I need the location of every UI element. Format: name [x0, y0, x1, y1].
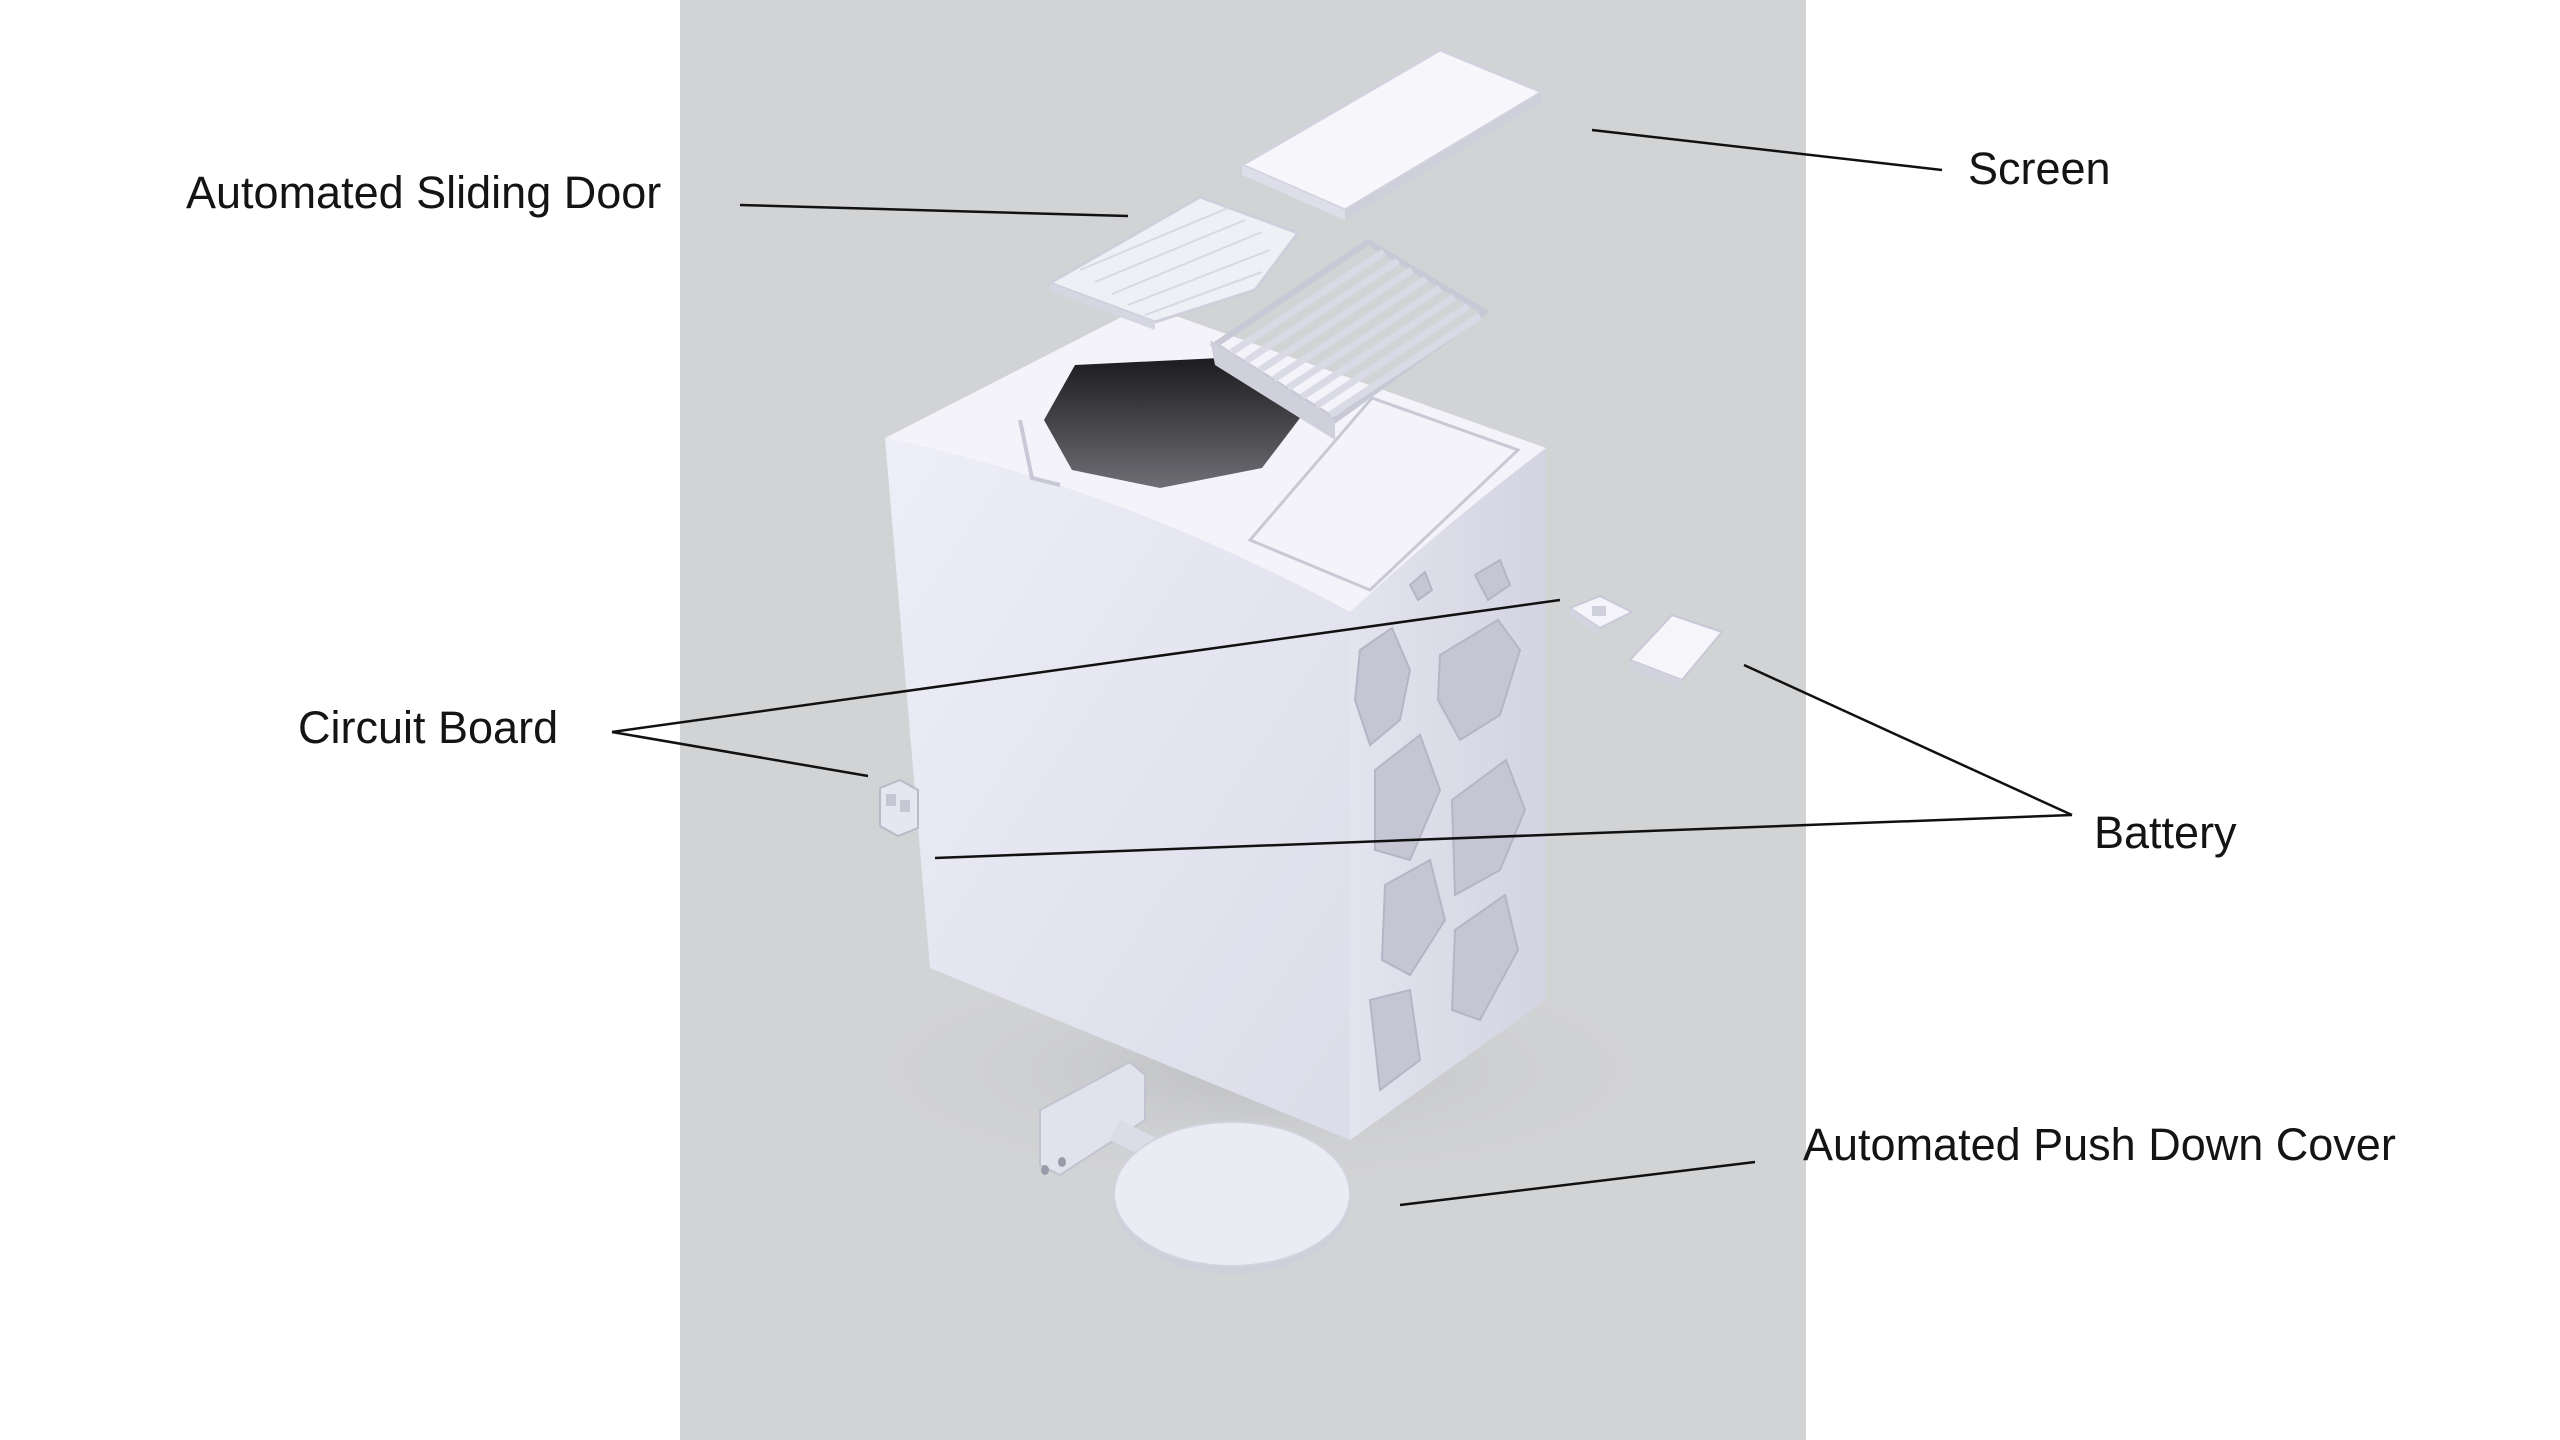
opening-rim [1018, 419, 1061, 487]
label-circuit-board: Circuit Board [298, 702, 559, 753]
slat-mechanism-part [1209, 238, 1491, 440]
leader-screen [1591, 128, 1943, 172]
label-battery: Battery [2094, 807, 2237, 858]
leader-circuit-board-a [611, 598, 1561, 734]
push-down-cover-part [1039, 1060, 1351, 1274]
label-screen: Screen [1968, 143, 2111, 194]
leader-push-down-cover [1399, 1160, 1756, 1207]
cover-actuator [1039, 1060, 1146, 1177]
label-push-down-cover: Automated Push Down Cover [1803, 1119, 2396, 1170]
leader-battery-b [934, 813, 2073, 860]
bin-body [885, 305, 1546, 1140]
circuit-board-part-left [879, 778, 919, 838]
bin-opening [1044, 358, 1300, 488]
circuit-board-part-right [1567, 594, 1635, 636]
bin-front-face [885, 438, 1350, 1140]
battery-part [1628, 613, 1724, 690]
leader-battery-a [1743, 663, 2073, 817]
leader-lines [611, 128, 2073, 1207]
hexagon-relief-pattern [1353, 558, 1527, 1092]
screen-recess [1247, 396, 1521, 592]
sliding-door-part [1046, 195, 1301, 330]
screen-part [1238, 48, 1546, 220]
cover-disc [1113, 1121, 1351, 1267]
leader-sliding-door [739, 203, 1129, 218]
label-sliding-door: Automated Sliding Door [186, 167, 662, 218]
leader-circuit-board-b [611, 730, 869, 778]
